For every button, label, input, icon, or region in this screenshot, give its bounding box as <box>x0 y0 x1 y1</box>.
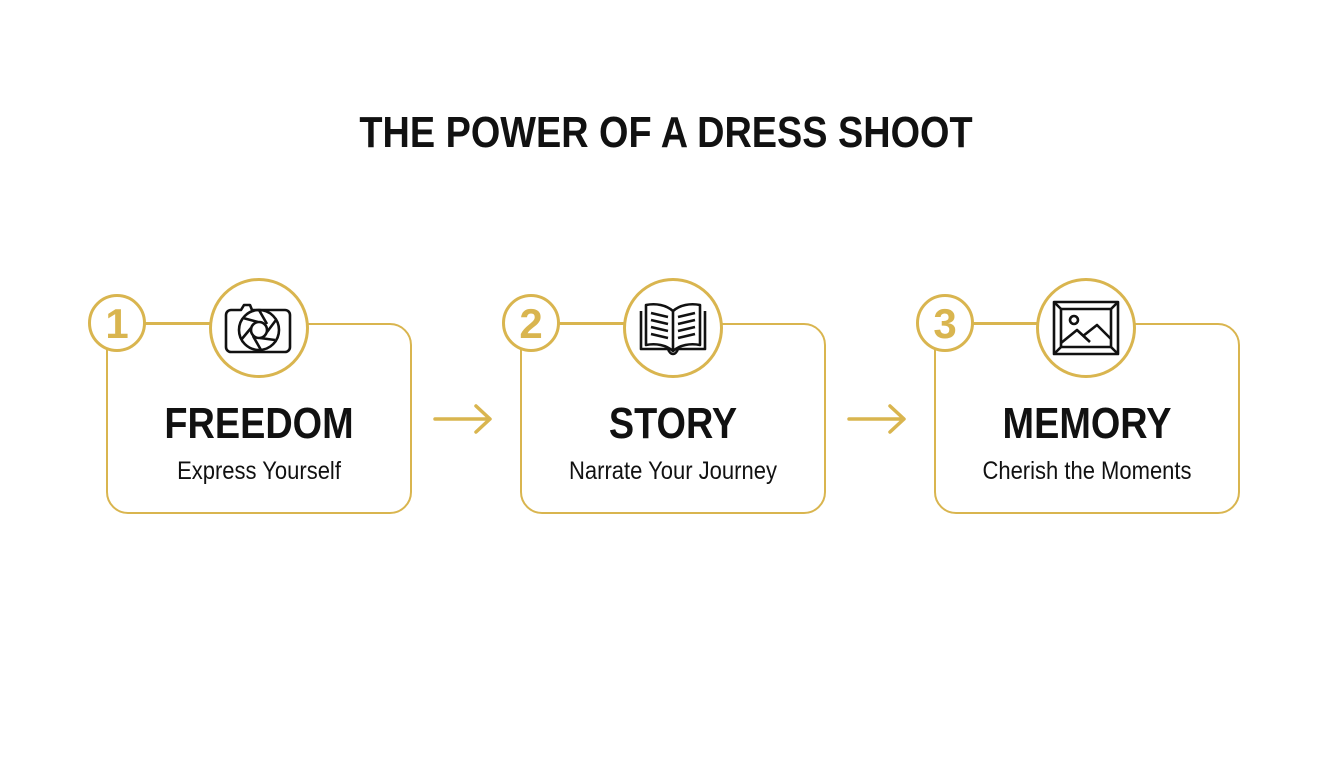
framed-picture-icon <box>1036 278 1136 378</box>
camera-aperture-icon <box>209 278 309 378</box>
step-title: MEMORY <box>1002 399 1172 448</box>
step-subtitle: Narrate Your Journey <box>569 457 777 485</box>
step-subtitle: Cherish the Moments <box>982 457 1192 485</box>
step-number-badge: 3 <box>916 294 974 352</box>
step-card: STORY Narrate Your Journey <box>520 323 826 514</box>
step-subtitle: Express Yourself <box>177 457 341 485</box>
connector-line <box>973 322 1043 325</box>
open-book-icon <box>623 278 723 378</box>
connector-line <box>559 322 629 325</box>
step-number-badge: 1 <box>88 294 146 352</box>
arrow-right-icon <box>847 404 906 434</box>
step-title: FREEDOM <box>164 399 354 448</box>
page-title: THE POWER OF A DRESS SHOOT <box>359 108 973 157</box>
arrow-right-icon <box>433 404 492 434</box>
step-title: STORY <box>608 399 738 448</box>
step-number-badge: 2 <box>502 294 560 352</box>
connector-line <box>145 322 215 325</box>
